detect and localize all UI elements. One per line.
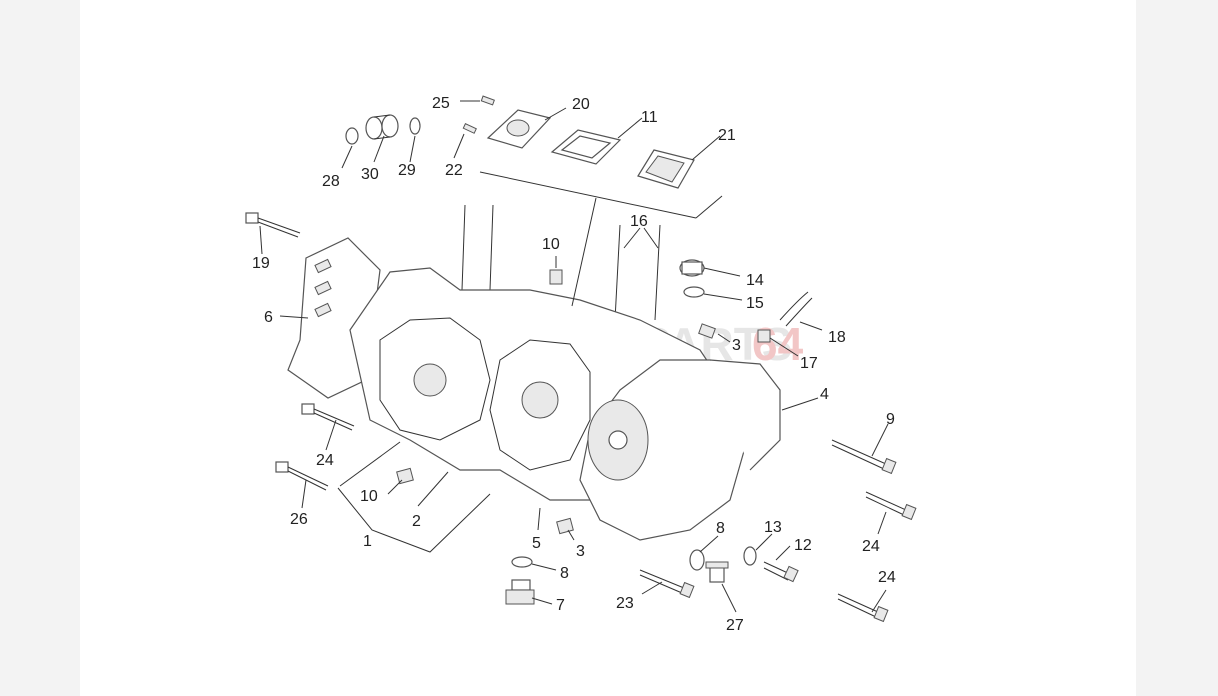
- label-10-top: 10: [542, 236, 560, 253]
- label-4: 4: [820, 386, 829, 403]
- label-2: 2: [412, 513, 421, 530]
- dowel-part-10-top: [549, 269, 563, 285]
- label-17: 17: [800, 355, 818, 372]
- hose-part-30: [365, 114, 399, 140]
- label-8-right: 8: [716, 520, 725, 537]
- screw-part-25: [480, 95, 495, 106]
- label-30: 30: [361, 166, 379, 183]
- label-24-left: 24: [316, 452, 334, 469]
- label-26: 26: [290, 511, 308, 528]
- label-3-bottom: 3: [576, 543, 585, 560]
- label-9: 9: [886, 411, 895, 428]
- fitting-part-17: [757, 329, 771, 343]
- drain-plug-part-7: [505, 579, 535, 605]
- filler-plug-part-14: [679, 259, 705, 277]
- bolt-part-24-right: [865, 491, 917, 521]
- label-5: 5: [532, 535, 541, 552]
- label-22: 22: [445, 162, 463, 179]
- leader-lines: [259, 100, 889, 613]
- label-29: 29: [398, 162, 416, 179]
- hose-part-18: [779, 291, 809, 321]
- exploded-parts-diagram: PARTS 64: [80, 0, 1136, 696]
- dowel-part-10-bottom: [396, 467, 414, 485]
- label-24-bottom: 24: [878, 569, 896, 586]
- clamp-part-29: [409, 117, 421, 135]
- label-24-right: 24: [862, 538, 880, 555]
- label-8-lower: 8: [560, 565, 569, 582]
- clamp-part-28: [345, 127, 359, 145]
- washer-part-8-lower: [511, 556, 533, 568]
- label-23: 23: [616, 595, 634, 612]
- label-14: 14: [746, 272, 764, 289]
- label-10-bottom: 10: [360, 488, 378, 505]
- label-16: 16: [630, 213, 648, 230]
- label-25: 25: [432, 95, 450, 112]
- diagram-svg: PARTS 64: [245, 95, 917, 634]
- gasket-part-11: [550, 129, 622, 165]
- label-15: 15: [746, 295, 764, 312]
- oring-part-15: [683, 286, 705, 298]
- label-12: 12: [794, 537, 812, 554]
- dowel-part-3-top: [698, 323, 716, 339]
- studs-part-16: [461, 204, 661, 321]
- intake-flange-part-20: [486, 109, 552, 149]
- label-27: 27: [726, 617, 744, 634]
- washer-part-8-right: [689, 549, 705, 571]
- bolt-part-19: [245, 212, 301, 238]
- label-18: 18: [828, 329, 846, 346]
- label-3-top: 3: [732, 337, 741, 354]
- bolt-part-24-left: [301, 403, 355, 431]
- label-6: 6: [264, 309, 273, 326]
- bolt-part-9: [831, 439, 897, 475]
- washer-part-13: [743, 546, 757, 566]
- label-28: 28: [322, 173, 340, 190]
- reed-valve-part-21: [637, 149, 695, 189]
- label-11: 11: [641, 109, 658, 126]
- clutch-cover-part-4: [579, 359, 781, 541]
- watermark-accent: 64: [752, 318, 804, 370]
- bolt-part-26: [275, 461, 329, 491]
- label-19: 19: [252, 255, 270, 272]
- plug-part-27: [705, 561, 729, 583]
- parts-illustration: [245, 95, 917, 623]
- label-7: 7: [556, 597, 565, 614]
- label-21: 21: [718, 127, 736, 144]
- label-1: 1: [363, 533, 372, 550]
- label-13: 13: [764, 519, 782, 536]
- bolt-part-12: [763, 561, 799, 583]
- bolt-part-24-bottom: [837, 593, 889, 623]
- screw-part-22: [462, 122, 477, 134]
- label-20: 20: [572, 96, 590, 113]
- dowel-part-3-bottom: [556, 517, 574, 535]
- bolt-part-23: [639, 569, 695, 599]
- callout-labels: 25 20 11 21 28 30 29 22 19 10 16 14 15 6…: [252, 95, 896, 634]
